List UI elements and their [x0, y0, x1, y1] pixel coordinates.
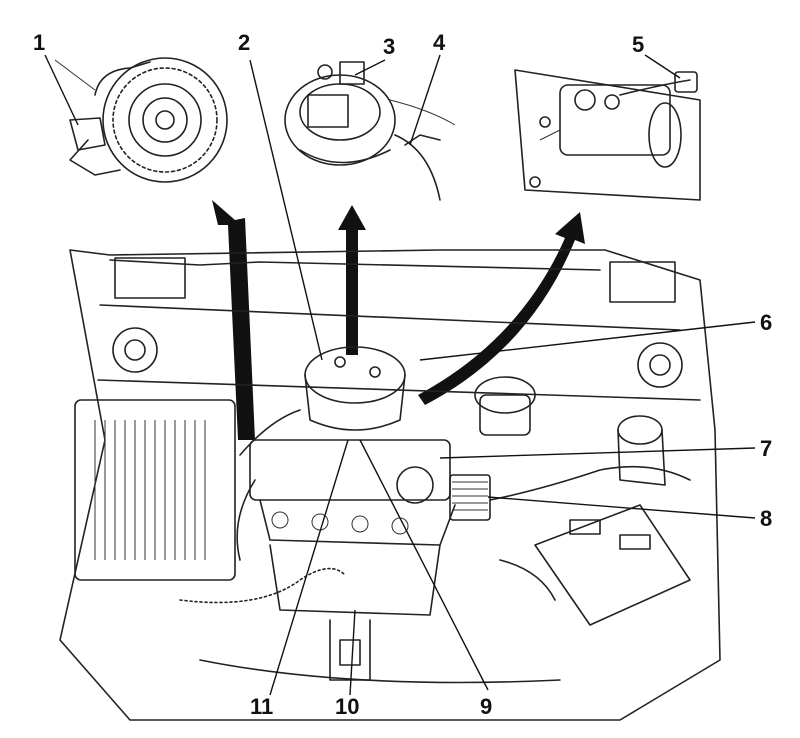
- callout-3: 3: [383, 34, 395, 59]
- leader-10: [349, 609, 356, 696]
- callout-11: 11: [250, 694, 273, 719]
- leader-7: [439, 447, 756, 459]
- leader-1: [44, 54, 79, 126]
- leader-4: [409, 54, 441, 146]
- callout-7: 7: [760, 436, 772, 461]
- leader-6: [419, 321, 756, 361]
- leader-9: [359, 439, 489, 691]
- leader-8: [487, 496, 756, 519]
- inset-throttle-body: [284, 61, 456, 201]
- inset-pulley-sensor: [54, 57, 228, 183]
- arrow-to-inset-2: [338, 205, 366, 355]
- engine-bay: [59, 249, 721, 721]
- pointer-arrows: [212, 200, 585, 440]
- leader-11: [269, 439, 349, 696]
- callout-4: 4: [433, 30, 446, 55]
- inset-starter: [514, 69, 701, 201]
- leader-lines: [44, 54, 756, 696]
- leader-3: [354, 59, 386, 76]
- callout-10: 10: [335, 694, 359, 719]
- callout-8: 8: [760, 506, 772, 531]
- arrow-to-inset-3: [418, 212, 585, 405]
- callout-labels: 1 2 3 4 5 6 7 8 9 10 11: [33, 30, 772, 719]
- callout-2: 2: [238, 30, 250, 55]
- callout-1: 1: [33, 30, 45, 55]
- arrow-to-inset-1: [212, 200, 255, 440]
- leader-2: [249, 59, 323, 361]
- callout-6: 6: [760, 310, 772, 335]
- leader-5: [644, 54, 681, 79]
- callout-5: 5: [632, 32, 644, 57]
- callout-9: 9: [480, 694, 492, 719]
